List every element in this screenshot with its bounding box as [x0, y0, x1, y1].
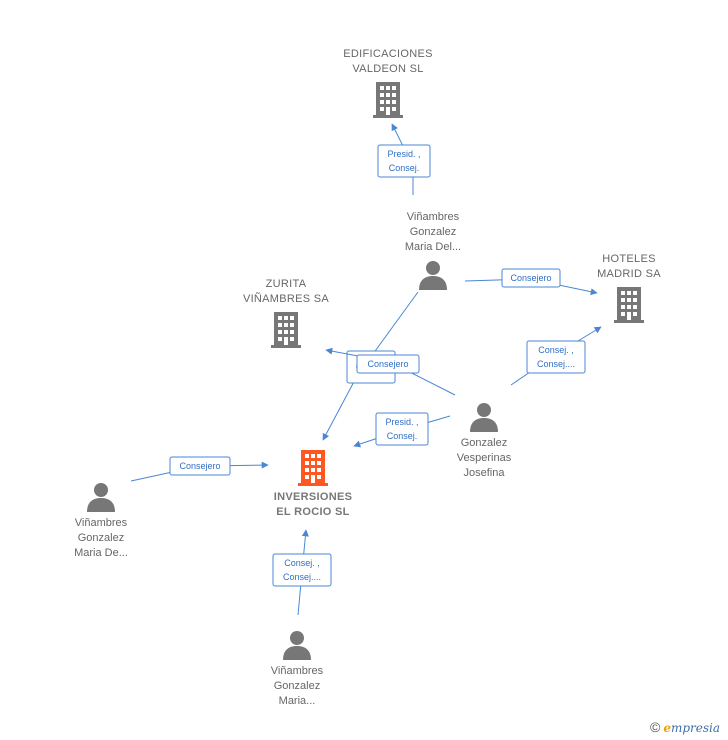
node-label-line: Maria De... — [74, 547, 128, 559]
edge-role-label[interactable]: Presid. , Consej. — [377, 144, 431, 178]
edge-label-line: Consej. — [389, 163, 420, 173]
edge-label-box — [377, 144, 431, 178]
brand-logo-text: mpresia — [670, 721, 721, 735]
edge-label-line: Consejero — [367, 359, 408, 369]
edge-vinambres_top-to-edificaciones: Presid. , Consej. — [377, 123, 431, 195]
person-icon — [283, 631, 311, 660]
edge-vinambres_top-to-hoteles: Consejero — [464, 268, 598, 296]
edge-role-label[interactable]: Presid. , Consej. — [375, 412, 429, 446]
edge-role-label[interactable]: Consej. , Consej.... — [526, 340, 586, 374]
node-zurita[interactable]: ZURITA VIÑAMBRES SA — [243, 278, 329, 348]
node-label-line: Gonzalez — [461, 437, 507, 449]
node-label-line: Gonzalez — [78, 532, 124, 544]
edge-role-label[interactable]: Consejero — [501, 268, 561, 288]
edge-label-box — [501, 268, 561, 288]
node-hoteles[interactable]: HOTELES MADRID SA — [597, 253, 661, 323]
edge-label-box — [375, 412, 429, 446]
building-icon — [298, 450, 328, 486]
node-label-line: ZURITA — [266, 278, 307, 290]
edge-vinambres_bottom-to-inversiones: Consej. , Consej.... — [272, 529, 332, 616]
edge-label-line: Presid. , — [387, 149, 420, 159]
node-label-line: Vesperinas — [457, 452, 512, 464]
node-label-line: INVERSIONES — [274, 491, 353, 503]
edge-vinambres_left-to-inversiones: Consejero — [130, 456, 269, 482]
person-icon — [470, 403, 498, 432]
edge-label-line: Consej. , — [538, 345, 574, 355]
person-icon — [419, 261, 447, 290]
edge-label-line: Consej. , — [284, 558, 320, 568]
node-inversiones[interactable]: INVERSIONES EL ROCIO SL — [274, 450, 353, 518]
edge-label-line: Presid. , — [385, 417, 418, 427]
copyright-icon: © — [650, 719, 661, 735]
node-label-line: Viñambres — [271, 665, 324, 677]
edge-label-line: Consej.... — [283, 572, 321, 582]
node-label-line: Viñambres — [75, 517, 128, 529]
node-label-line: EDIFICACIONES — [343, 48, 432, 60]
edge-label-line: Consej.... — [537, 359, 575, 369]
node-label-line: Gonzalez — [274, 680, 320, 692]
building-icon — [373, 82, 403, 118]
edge-gonzalez-to-inversiones: Presid. , Consej. — [353, 412, 451, 448]
node-label-line: Maria... — [279, 695, 316, 707]
node-label-line: Viñambres — [407, 211, 460, 223]
edge-role-label[interactable]: Consejero — [356, 354, 420, 374]
node-label-line: Josefina — [464, 467, 506, 479]
edge-gonzalez-to-zurita: Consejero — [325, 347, 456, 396]
edge-label-line: Consejero — [179, 461, 220, 471]
edge-label-line: Consejero — [510, 273, 551, 283]
brand-logo-e: e — [663, 721, 671, 735]
edge-label-box — [272, 553, 332, 587]
node-label-line: VIÑAMBRES SA — [243, 292, 329, 305]
node-label-line: HOTELES — [602, 253, 655, 265]
node-vinambres_bottom[interactable]: ViñambresGonzalezMaria... — [271, 631, 324, 707]
node-label-line: EL ROCIO SL — [276, 506, 349, 518]
node-label-line: Gonzalez — [410, 226, 456, 238]
node-label-line: Maria Del... — [405, 241, 461, 253]
edge-role-label[interactable]: Consejero — [169, 456, 231, 476]
edge-label-box — [526, 340, 586, 374]
person-icon — [87, 483, 115, 512]
brand-watermark: ©empresia — [650, 719, 720, 735]
edge-gonzalez-to-hoteles: Consej. , Consej.... — [510, 326, 602, 386]
building-icon — [271, 312, 301, 348]
edge-label-line: Consej. — [387, 431, 418, 441]
edge-role-label[interactable]: Consej. , Consej.... — [272, 553, 332, 587]
edge-label-box — [169, 456, 231, 476]
node-label-line: MADRID SA — [597, 268, 661, 280]
node-label-line: VALDEON SL — [352, 63, 423, 75]
node-edificaciones[interactable]: EDIFICACIONES VALDEON SL — [343, 48, 432, 118]
edge-label-box — [356, 354, 420, 374]
building-icon — [614, 287, 644, 323]
